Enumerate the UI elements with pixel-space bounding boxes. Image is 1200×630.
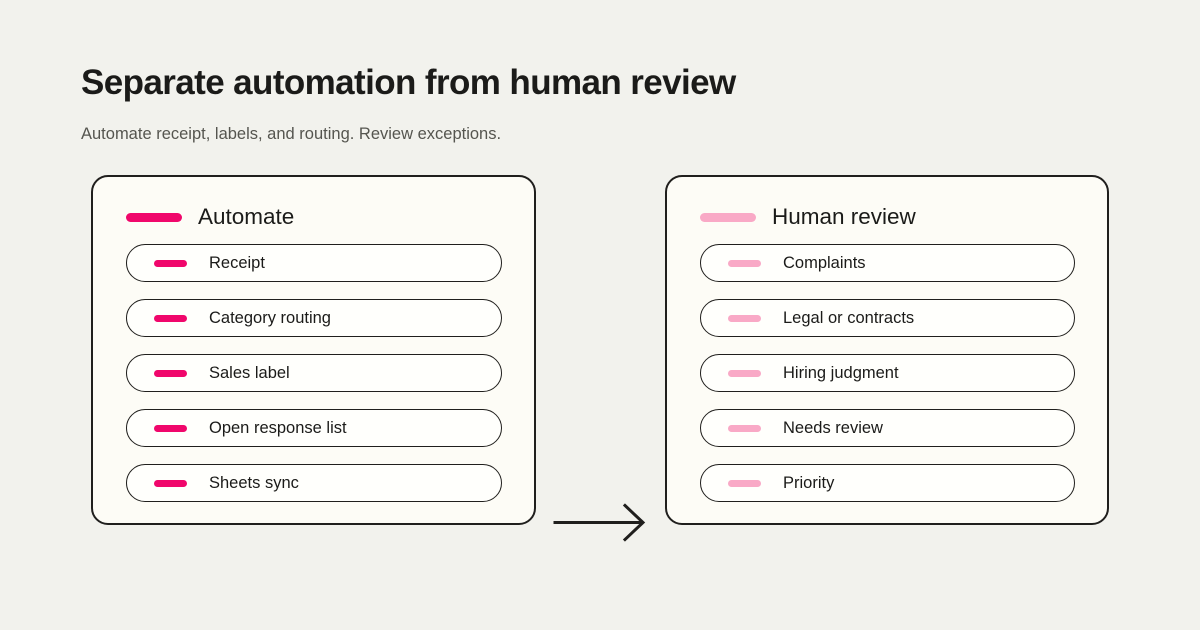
list-item-label: Category routing — [209, 309, 331, 327]
dash-marker-icon — [728, 259, 761, 267]
list-item-label: Hiring judgment — [783, 364, 899, 382]
list-item-label: Priority — [783, 474, 835, 492]
dash-marker-icon — [728, 424, 761, 432]
list-item[interactable]: Sheets sync — [126, 464, 502, 502]
list-item[interactable]: Category routing — [126, 299, 502, 337]
dash-marker-icon — [126, 212, 182, 222]
list-item[interactable]: Complaints — [700, 244, 1075, 282]
list-item-label: Open response list — [209, 419, 347, 437]
list-item-label: Legal or contracts — [783, 309, 915, 327]
list-item[interactable]: Open response list — [126, 409, 502, 447]
page-subtitle: Automate receipt, labels, and routing. R… — [81, 125, 502, 143]
card-automate-title: Automate — [198, 204, 295, 229]
arrow-right-icon — [550, 501, 650, 545]
card-human-review-title: Human review — [772, 204, 916, 229]
dash-marker-icon — [154, 479, 187, 487]
list-item-label: Complaints — [783, 254, 866, 272]
dash-marker-icon — [154, 314, 187, 322]
card-human-review-header: Human review — [700, 195, 1075, 239]
list-item[interactable]: Receipt — [126, 244, 502, 282]
list-item[interactable]: Priority — [700, 464, 1075, 502]
dash-marker-icon — [154, 259, 187, 267]
card-automate: Automate Receipt Category routing Sales … — [91, 175, 536, 525]
dash-marker-icon — [728, 479, 761, 487]
list-item[interactable]: Hiring judgment — [700, 354, 1075, 392]
dash-marker-icon — [700, 212, 756, 222]
human-review-item-list: Complaints Legal or contracts Hiring jud… — [700, 239, 1075, 502]
list-item-label: Sales label — [209, 364, 290, 382]
list-item-label: Needs review — [783, 419, 883, 437]
dash-marker-icon — [728, 369, 761, 377]
dash-marker-icon — [728, 314, 761, 322]
dash-marker-icon — [154, 369, 187, 377]
list-item-label: Sheets sync — [209, 474, 299, 492]
list-item[interactable]: Sales label — [126, 354, 502, 392]
list-item-label: Receipt — [209, 254, 265, 272]
list-item[interactable]: Legal or contracts — [700, 299, 1075, 337]
card-human-review: Human review Complaints Legal or contrac… — [665, 175, 1109, 525]
automate-item-list: Receipt Category routing Sales label Ope… — [126, 239, 502, 502]
header-block: Separate automation from human review Au… — [81, 60, 1121, 146]
card-automate-header: Automate — [126, 195, 502, 239]
page-title: Separate automation from human review — [81, 63, 736, 102]
comparison-columns: Automate Receipt Category routing Sales … — [0, 175, 1200, 542]
list-item[interactable]: Needs review — [700, 409, 1075, 447]
dash-marker-icon — [154, 424, 187, 432]
